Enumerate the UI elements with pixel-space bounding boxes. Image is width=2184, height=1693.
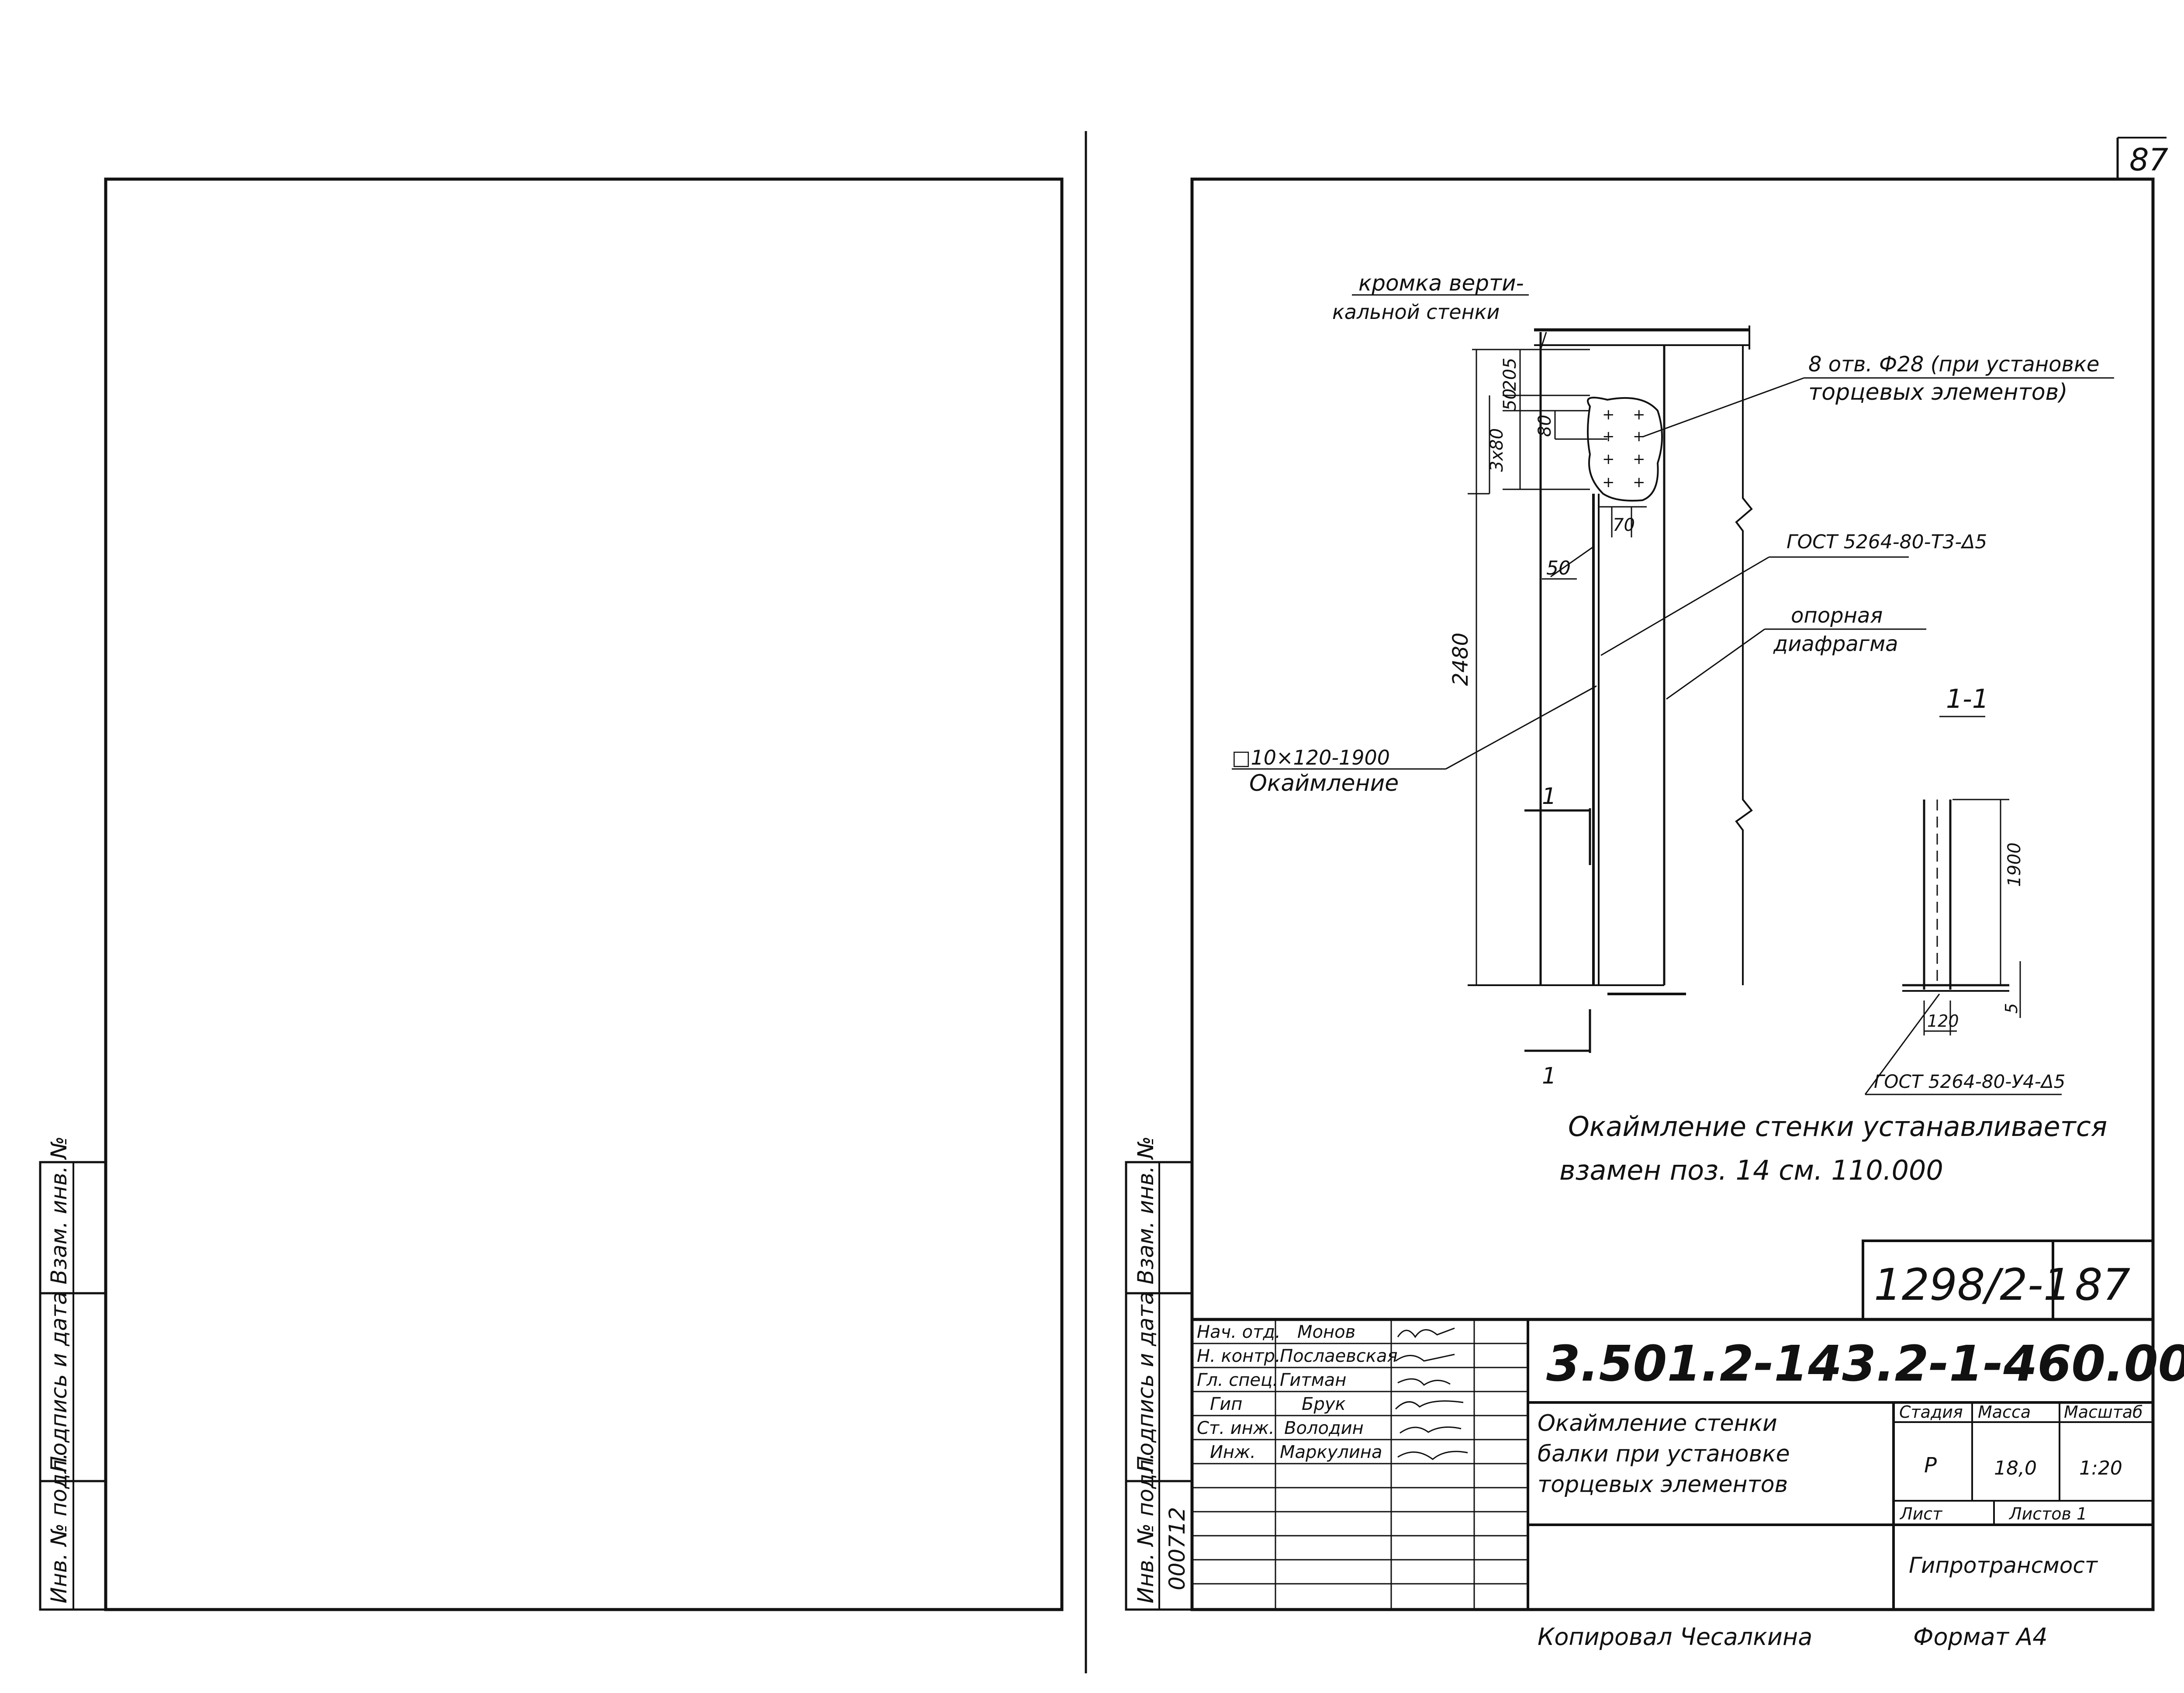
- album-sheet: 87: [2075, 1259, 2130, 1310]
- role-1: Н. контр.: [1197, 1346, 1281, 1366]
- mass-header: Масса: [1978, 1402, 2031, 1422]
- section-mark-top: 1: [1542, 783, 1556, 810]
- right-page: 87 Взам. инв. № Подпись и дата Инв. № по…: [1125, 137, 2184, 1651]
- right-stamp-vzam: Взам. инв. №: [1133, 1136, 1158, 1284]
- holes-label-line1: 8 отв. Ф28 (при установке: [1808, 352, 2099, 377]
- note-line1: Окаймление стенки устанавливается: [1568, 1111, 2107, 1143]
- scale-value: 1:20: [2079, 1457, 2122, 1479]
- dim-1900: 1900: [2004, 842, 2025, 887]
- bolt-holes: ++ ++ ++ ++: [1602, 406, 1645, 491]
- dim-205: 205: [1500, 358, 1520, 391]
- role-3: Гип: [1210, 1394, 1242, 1414]
- title-line1: Окаймление стенки: [1538, 1410, 1777, 1437]
- dim-3x80: 3х80: [1487, 428, 1507, 472]
- title-block: 1298/2-1 87: [1190, 1239, 2184, 1611]
- svg-text:+: +: [1633, 450, 1645, 468]
- left-stamp-inv: Инв. № подл.: [46, 1453, 72, 1603]
- role-rows: Нач. отд. Монов Н. контр. Послаевская Гл…: [1197, 1322, 1398, 1462]
- dimension-lines: [1468, 349, 1647, 985]
- left-page-frame: [104, 177, 1064, 1611]
- right-stamp-column: Взам. инв. № Подпись и дата Инв. № подл.…: [1125, 1136, 1193, 1611]
- stage-value: Р: [1924, 1453, 1937, 1478]
- svg-text:+: +: [1633, 474, 1645, 491]
- weld-label-2: ГОСТ 5264-80-У4-Δ5: [1874, 1071, 2065, 1092]
- dim-70: 70: [1613, 515, 1635, 535]
- title-line2: балки при установке: [1538, 1441, 1790, 1467]
- name-1: Послаевская: [1280, 1346, 1398, 1366]
- svg-text:+: +: [1602, 450, 1615, 468]
- footer-copied: Копировал Чесалкина: [1538, 1623, 1812, 1651]
- name-5: Маркулина: [1280, 1442, 1382, 1462]
- name-4: Володин: [1284, 1418, 1364, 1438]
- svg-text:+: +: [1633, 406, 1645, 423]
- right-stamp-podpis: Подпись и дата: [1133, 1291, 1158, 1472]
- page-number-box: 87: [2116, 137, 2168, 179]
- scale-header: Масштаб: [2064, 1402, 2143, 1422]
- name-2: Гитман: [1280, 1370, 1346, 1390]
- mass-value: 18,0: [1994, 1457, 2037, 1479]
- right-stamp-inv-number: 000712: [1165, 1507, 1190, 1590]
- annotations: кромка верти- кальной стенки 8 отв. Ф28 …: [1232, 270, 2114, 1089]
- diaphragm-line1: опорная: [1791, 603, 1883, 628]
- weld-label-1: ГОСТ 5264-80-Т3-Δ5: [1787, 531, 1987, 553]
- dim-5: 5: [2002, 1003, 2021, 1014]
- section-mark-bottom: 1: [1542, 1063, 1556, 1089]
- edge-label-line2: кальной стенки: [1332, 300, 1500, 324]
- section-title: 1-1: [1946, 684, 1989, 714]
- left-stamp-column: Взам. инв. № Подпись и дата Инв. № подл.: [39, 1136, 107, 1611]
- page-number: 87: [2129, 142, 2168, 178]
- right-stamp-inv: Инв. № подл.: [1133, 1453, 1158, 1603]
- diaphragm-line2: диафрагма: [1773, 632, 1898, 656]
- role-4: Ст. инж.: [1197, 1418, 1275, 1438]
- title-line3: торцевых элементов: [1538, 1471, 1788, 1498]
- plate-name: Окаймление: [1249, 770, 1399, 796]
- left-page: Взам. инв. № Подпись и дата Инв. № подл.: [39, 177, 1064, 1611]
- dim-50-weld: 50: [1546, 557, 1571, 579]
- beam-elevation: ++ ++ ++ ++: [1468, 325, 1753, 995]
- signatures: [1395, 1327, 1468, 1460]
- svg-text:+: +: [1602, 406, 1615, 423]
- role-0: Нач. отд.: [1197, 1322, 1281, 1342]
- dim-50-top: 50: [1500, 388, 1520, 411]
- dim-2480: 2480: [1448, 633, 1473, 686]
- sheets-header: Листов 1: [2008, 1504, 2087, 1523]
- name-0: Монов: [1297, 1322, 1355, 1342]
- note-line2: взамен поз. 14 см. 110.000: [1559, 1154, 1943, 1186]
- svg-text:+: +: [1602, 474, 1615, 491]
- svg-text:+: +: [1602, 428, 1615, 445]
- left-stamp-vzam: Взам. инв. №: [46, 1136, 72, 1284]
- left-stamp-podpis: Подпись и дата: [46, 1291, 72, 1472]
- role-5: Инж.: [1210, 1442, 1256, 1462]
- name-3: Брук: [1302, 1394, 1346, 1414]
- plate-label: □10×120-1900: [1232, 746, 1390, 769]
- sheet-header: Лист: [1899, 1504, 1943, 1523]
- organization: Гипротрансмост: [1909, 1553, 2098, 1578]
- footer-format: Формат А4: [1913, 1623, 2048, 1651]
- dim-80: 80: [1535, 415, 1555, 437]
- dim-120: 120: [1927, 1011, 1959, 1031]
- album-code: 1298/2-1: [1874, 1259, 2071, 1310]
- edge-label-line1: кромка верти-: [1358, 270, 1524, 296]
- role-2: Гл. спец.: [1197, 1370, 1278, 1390]
- stage-header: Стадия: [1899, 1402, 1963, 1422]
- holes-label-line2: торцевых элементов): [1808, 379, 2068, 405]
- section-1-1: 1-1 1900 120 5 ГОСТ 5264-80-У4-Δ5: [1864, 684, 2065, 1095]
- doc-code: 3.501.2-143.2-1-460.000: [1546, 1336, 2184, 1392]
